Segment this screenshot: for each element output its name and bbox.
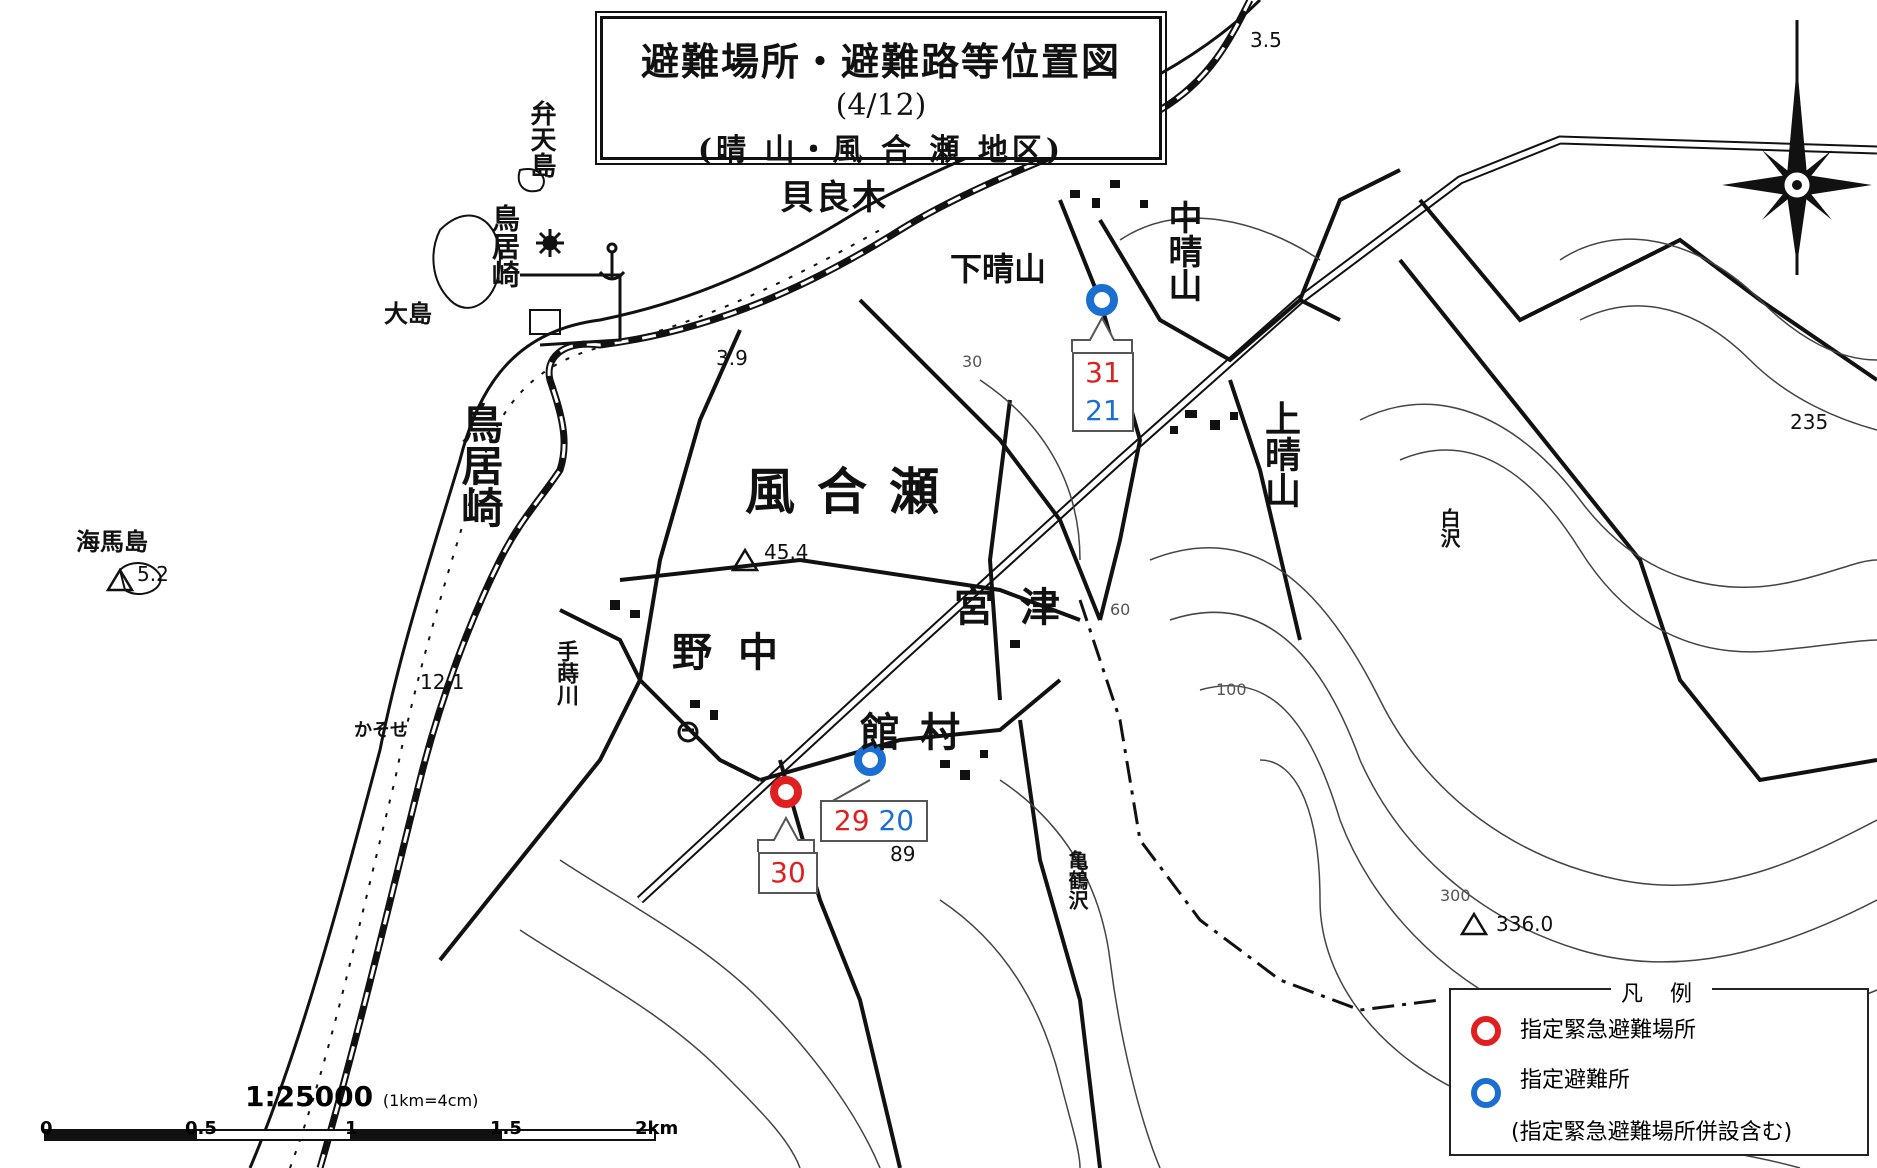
place-oshima: 大島	[384, 299, 432, 328]
anchor-icon	[598, 242, 626, 281]
scale-tick-0-5: 0.5	[185, 1118, 217, 1139]
place-hakusawa: 白沢	[1437, 508, 1461, 548]
place-torii-zaki-small: 鳥居崎	[488, 204, 521, 288]
settlement-buildings	[610, 180, 1238, 780]
shelter-number-31: 31	[1085, 356, 1121, 389]
shelter-callout-31-21[interactable]: 31 21	[1072, 352, 1134, 432]
place-shimo-hareyama: 下晴山	[950, 250, 1047, 288]
place-naka-hareyama: 中晴山	[1162, 200, 1202, 302]
emergency-marker-icon	[1471, 1016, 1501, 1046]
shelter-callout-29-20[interactable]: 29 20	[820, 800, 928, 842]
legend-heading: 凡 例	[1611, 976, 1712, 1008]
shrine-icon	[677, 721, 699, 743]
contour-label-60: 60	[1110, 600, 1131, 619]
scale-ratio-value: 1:25000	[245, 1080, 374, 1113]
shelter-number-30: 30	[770, 856, 806, 889]
map-title-box: 避難場所・避難路等位置図 (4/12) (晴 山・風 合 瀬 地区)	[595, 11, 1167, 168]
place-tebasawa: 手蒔川	[553, 640, 579, 706]
shelter-number-29: 29	[833, 804, 870, 837]
elevation-3-5: 3.5	[1250, 28, 1282, 52]
local-roads	[438, 168, 1877, 1168]
legend-row-shelter: 指定避難所	[1471, 1068, 1630, 1108]
map-district: (晴 山・風 合 瀬 地区)	[697, 133, 1065, 168]
place-ebishima: 海馬島	[76, 527, 148, 556]
place-kazaise: 風合瀬	[745, 462, 961, 521]
lighthouse-icon	[536, 229, 564, 257]
scale-tick-1: 1	[345, 1118, 358, 1139]
district-boundary	[1078, 599, 1441, 1012]
scale-tick-2km: 2km	[635, 1118, 679, 1139]
elevation-3-9: 3.9	[716, 346, 748, 370]
elevation-5-2: 5.2	[137, 562, 169, 586]
compass-rose-icon	[1722, 20, 1872, 275]
contour-label-30: 30	[962, 352, 983, 371]
place-tatemura: 館村	[860, 709, 980, 756]
elevation-89: 89	[890, 842, 916, 866]
shelter-number-20: 20	[878, 804, 915, 837]
contour-label-100: 100	[1216, 680, 1247, 699]
legend-shelter-label: 指定避難所	[1520, 1068, 1631, 1093]
place-nonaka: 野中	[672, 629, 804, 676]
place-miyatsu: 宮津	[954, 584, 1086, 631]
coast-rocks	[289, 229, 881, 1168]
place-kairagi: 貝良木	[780, 178, 888, 218]
place-kami-hareyama: 上晴山	[1259, 400, 1301, 508]
shelter-marker-icon	[1471, 1078, 1501, 1108]
scale-ratio-note: (1km=4cm)	[382, 1091, 479, 1110]
elevation-45-4: 45.4	[764, 540, 809, 564]
legend-shelter-note: (指定緊急避難場所併設含む)	[1511, 1120, 1793, 1145]
shelter-number-21: 21	[1085, 394, 1121, 427]
harbor-pier	[520, 273, 622, 347]
legend: 凡 例 指定緊急避難場所 指定避難所 (指定緊急避難場所併設含む)	[1449, 976, 1869, 1156]
map-sheet-number: (4/12)	[835, 88, 927, 123]
shelter-marker-31-21[interactable]	[1071, 284, 1133, 352]
legend-emergency-label: 指定緊急避難場所	[1520, 1018, 1697, 1043]
elevation-235: 235	[1790, 410, 1829, 434]
place-kasose: かそせ	[354, 720, 408, 741]
scale-tick-1-5: 1.5	[490, 1118, 522, 1139]
scale-tick-0: 0	[40, 1118, 53, 1139]
harbor-building	[529, 309, 561, 335]
map-title: 避難場所・避難路等位置図	[640, 39, 1121, 84]
scale-ratio: 1:25000 (1km=4cm)	[245, 1080, 478, 1113]
place-kamezawa: 亀鶴沢	[1065, 850, 1089, 910]
contour-label-300: 300	[1440, 886, 1471, 905]
islands	[118, 168, 545, 595]
elevation-336-0: 336.0	[1496, 912, 1554, 936]
place-torii-zaki: 鳥居崎	[455, 402, 504, 528]
shelter-callout-30[interactable]: 30	[758, 852, 818, 894]
legend-row-emergency: 指定緊急避難場所	[1471, 1012, 1696, 1046]
scale: 1:25000 (1km=4cm) 0 0.5 1 1.5 2km	[40, 1080, 678, 1160]
elevation-12-1: 12.1	[420, 670, 465, 694]
place-benten-jima: 弁天島	[526, 100, 556, 178]
shelter-marker-20[interactable]	[854, 744, 886, 776]
scale-bar	[44, 1129, 656, 1141]
triangulation-point-icon	[105, 547, 1489, 936]
